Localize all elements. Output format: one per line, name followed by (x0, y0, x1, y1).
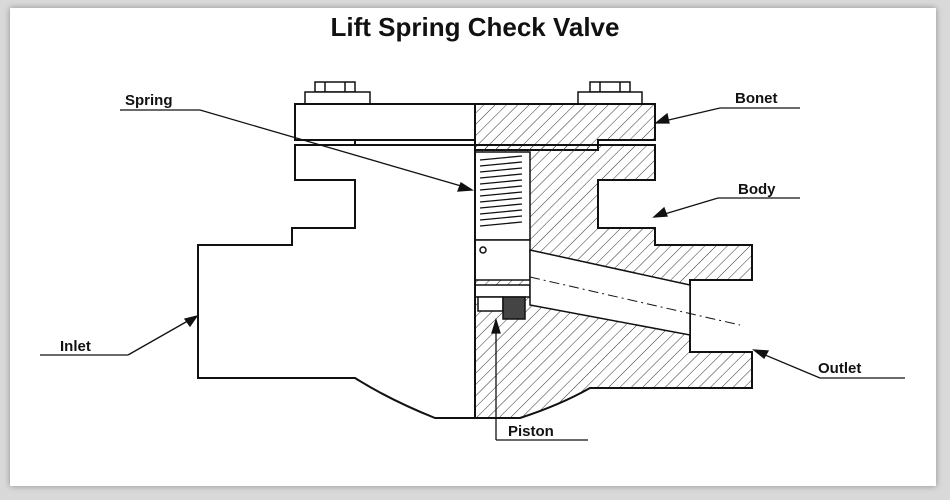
piston-label: Piston (508, 423, 554, 440)
flow-passage (529, 249, 691, 336)
spring-label: Spring (125, 92, 173, 109)
right-bolt (577, 81, 643, 105)
diagram-title: Lift Spring Check Valve (330, 12, 620, 42)
body-left (197, 144, 476, 419)
piston (474, 239, 531, 320)
spring-coils (479, 155, 523, 227)
bonet-label: Bonet (735, 90, 778, 107)
outlet-label: Outlet (818, 360, 862, 377)
left-bolt (304, 81, 371, 105)
bonnet-left (294, 103, 476, 151)
leader-lines (40, 107, 905, 441)
bonnet-right (474, 103, 656, 151)
body-label: Body (738, 181, 776, 198)
inlet-label: Inlet (60, 338, 91, 355)
